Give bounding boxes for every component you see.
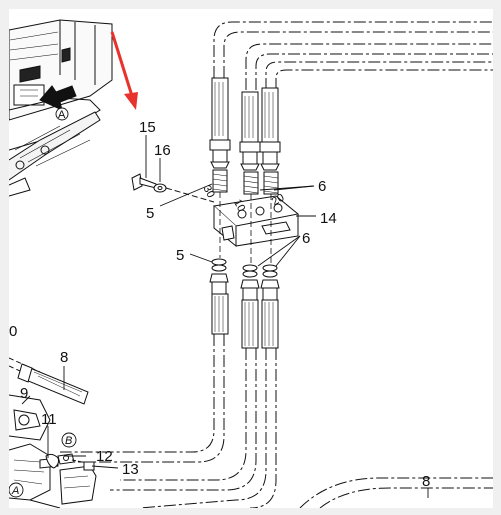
callout-9: 9 — [20, 385, 28, 402]
port-labels: 30 10 20 — [201, 183, 287, 213]
bolt-and-washer — [131, 173, 215, 203]
hose-routing-bottom — [60, 334, 493, 508]
circle-label-a-bottom: A — [11, 485, 19, 497]
parts-diagram: 15 16 5 6 14 5 6 0 8 9 11 12 13 8 30 10 … — [9, 9, 493, 508]
callouts: 15 16 5 6 14 5 6 0 8 9 11 12 13 8 — [9, 119, 430, 490]
circle-label-b: B — [65, 435, 72, 447]
callout-12: 12 — [96, 448, 113, 465]
lower-left-assembly — [9, 357, 97, 508]
lower-hose-2 — [240, 279, 260, 349]
callout-6-upper: 6 — [318, 178, 326, 195]
leader-lines — [21, 135, 429, 498]
circle-label-a-machine: A — [58, 109, 66, 121]
hose-routing-top — [213, 21, 493, 90]
upper-adapters — [212, 169, 279, 195]
callout-5-lower: 5 — [176, 247, 184, 264]
red-pointer-arrow — [110, 31, 138, 110]
lower-hose-1 — [209, 273, 229, 335]
port-label-10: 10 — [231, 197, 247, 213]
upper-hose-1 — [209, 77, 231, 169]
lower-fittings — [211, 258, 278, 278]
callout-15: 15 — [139, 119, 156, 136]
callout-14: 14 — [320, 210, 337, 227]
callout-11: 11 — [41, 411, 57, 428]
lower-hose-3 — [260, 279, 280, 349]
upper-hose-2 — [239, 91, 261, 171]
callout-13: 13 — [122, 461, 139, 478]
machine-illustration — [9, 19, 113, 197]
manifold-bracket — [212, 195, 300, 248]
callout-16: 16 — [154, 142, 171, 159]
callout-8-left: 8 — [60, 349, 68, 366]
callout-8-right: 8 — [422, 473, 430, 490]
callout-0: 0 — [9, 323, 17, 340]
callout-6-lower: 6 — [302, 230, 310, 247]
alignment-lines — [219, 192, 272, 266]
exploded-view-svg: 15 16 5 6 14 5 6 0 8 9 11 12 13 8 30 10 … — [9, 19, 493, 508]
port-label-20: 20 — [270, 192, 287, 209]
callout-5-upper: 5 — [146, 205, 154, 222]
circle-labels: B A A — [9, 107, 77, 498]
port-label-30: 30 — [201, 183, 217, 199]
upper-hose-3 — [259, 87, 281, 171]
